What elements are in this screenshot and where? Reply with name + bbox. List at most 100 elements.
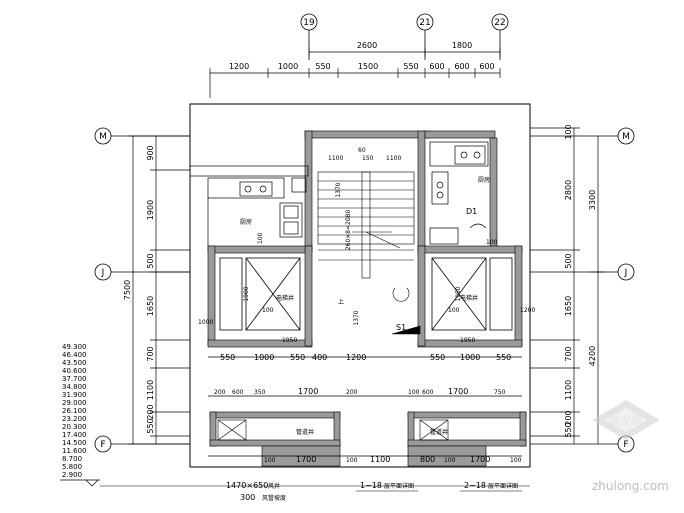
dim-mid1-3: 400 [312,353,327,362]
right-grid-axes [530,127,635,453]
watermark-logo: 筑龙网 [592,400,660,440]
dim-right-4: 700 [564,346,573,361]
elev-4: 37.700 [62,375,87,383]
dim-right-1: 2800 [564,180,573,200]
dim-stair-2: 150 [362,155,374,162]
dim-bottom-6: 1700 [470,455,490,464]
dim-right-0: 100 [564,124,573,139]
dim-mid2-1: 600 [232,389,244,396]
grid-label-M-right: M [622,132,630,142]
stair-run-dim: 260×8=2080 [345,210,352,251]
dim-mid2-3: 1700 [298,387,318,396]
dim-top-2-1: 1000 [278,62,298,71]
dim-bottom-7: 100 [510,457,522,464]
dim-mid2-8: 750 [494,389,506,396]
elevator-shaft-left [219,257,301,331]
dim-mid1-4: 1200 [346,353,366,362]
opening-size: 1470×650 [226,481,268,490]
dim-left-3: 1650 [146,296,155,316]
dim-right-2: 500 [564,253,573,268]
room-tag-d1: D1 [466,207,477,216]
dim-mid2-0: 200 [214,389,226,396]
dim-bottom-4: 800 [420,455,435,464]
dim-misc-2: 1200 [520,307,535,314]
dim-mid2-2: 350 [254,389,266,396]
dim-right-total-1: 4200 [588,346,597,366]
elev-3: 40.600 [62,367,87,375]
grid-label-19: 19 [303,18,315,28]
mid-dimension-lines [208,356,522,457]
elev-0: 49.300 [62,343,87,351]
dim-top-2-5: 600 [429,62,444,71]
dim-misc-6: 100 [486,239,498,246]
dim-top-2-7: 600 [479,62,494,71]
elev-1: 46.400 [62,351,87,359]
dim-right-3: 1650 [564,296,573,316]
dim-misc-5: 100 [257,232,264,244]
kitchen-right-label: 厨房 [478,176,490,184]
dim-mid1-6: 1000 [460,353,480,362]
grid-label-21: 21 [419,18,430,28]
elev-16: 2.900 [62,471,82,479]
elev-13: 11.600 [62,447,87,455]
dim-mid1-0: 550 [220,353,235,362]
dim-left-2: 500 [146,253,155,268]
section1-label: 1−18 [360,481,382,490]
grid-label-F-right: F [623,440,628,450]
dim-bottom-1: 1700 [296,455,316,464]
elevator-right-label: 电梯井 [460,294,478,302]
elev-2: 43.500 [62,359,87,367]
dim-bottom-3: 1100 [370,455,390,464]
dim-left-4: 700 [146,346,155,361]
dim-misc-7: 1950 [460,337,475,344]
dim-top-2-4: 550 [403,62,418,71]
elev-12: 14.500 [62,439,87,447]
dim-mid2-6: 600 [422,389,434,396]
dim-right-7: 550 [564,422,573,437]
grid-label-J-right: J [624,268,628,278]
shaft-right-label: 管道井 [430,428,448,436]
section2-label: 2−18 [464,481,486,490]
left-kitchen-fixtures [189,165,309,246]
grid-label-F-left: F [100,440,105,450]
kitchen-left-label: 厨房 [240,218,252,226]
elevator-left-label: 电梯井 [276,294,294,302]
elev-9: 23.200 [62,415,87,423]
dim-left-5: 1100 [146,380,155,400]
dim-right-6: 200 [564,410,573,425]
top-grid-axes [300,13,509,60]
elevation-list: 49.300 46.400 43.500 40.600 37.700 34.80… [60,343,100,487]
dim-left-0: 900 [146,145,155,160]
dim-mid2-7: 1700 [448,387,468,396]
dim-right-5: 1100 [564,380,573,400]
dim-stair-1: 1100 [328,155,343,162]
dim-left-1: 1900 [146,200,155,220]
right-dimension-lines [530,127,604,444]
dim-left-7: 200 [146,404,155,419]
dim-misc-3: 100 [262,307,274,314]
dim-mid1-1: 1000 [254,353,274,362]
dim-bottom-2: 100 [346,457,358,464]
dim-stair-5: 1900 [243,286,250,301]
dim-stair-4: 1370 [353,310,360,325]
watermark-text: zhulong.com [592,479,669,493]
dim-stair-0: 60 [358,147,366,154]
dim-misc-4: 100 [448,307,460,314]
opening-sub-note: 风管坡度 [262,494,286,502]
dim-misc-1: 1000 [198,319,213,326]
shaft-left-label: 管道井 [296,428,314,436]
section1-note: 层平面详图 [384,482,414,490]
dim-top-1-1: 1800 [452,41,472,50]
opening-note: 风井 [268,482,280,490]
left-grid-axes [94,127,190,453]
section2-note: 层平面详图 [488,482,518,490]
dim-top-1-0: 2600 [357,41,377,50]
dim-left-6: 550 [146,418,155,433]
dim-mid2-5: 100 [408,389,420,396]
dim-mid2-4: 200 [346,389,358,396]
stair-marker-s1: S1 [396,323,406,332]
dim-top-2-0: 1200 [229,62,249,71]
pipe-shafts [217,419,449,441]
plan-outline [189,103,531,468]
bottom-notes [100,485,530,492]
